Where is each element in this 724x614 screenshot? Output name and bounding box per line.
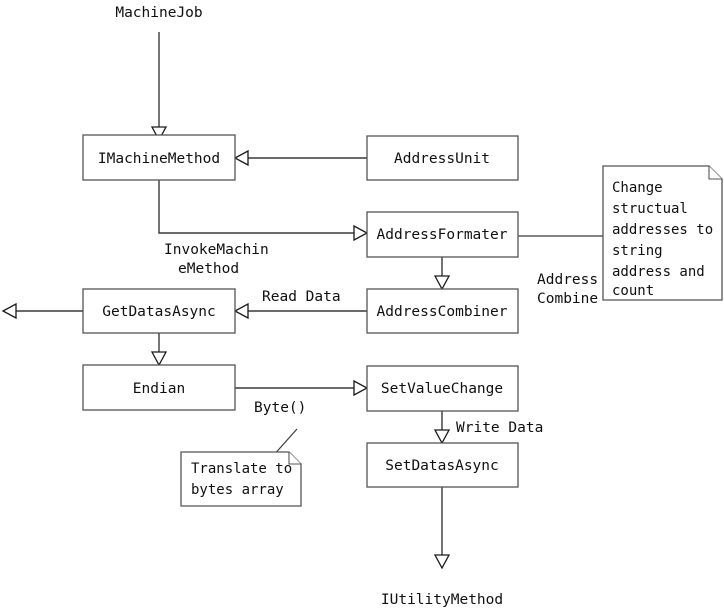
edge-addresscombiner-to-getdatasasync — [233, 302, 367, 320]
node-setvaluechange[interactable]: SetValueChange — [366, 365, 519, 412]
edge-getdatasasync-to-endian — [150, 333, 168, 367]
note-change-addresses-line2: structual — [612, 201, 688, 217]
node-label-setdatasasync: SetDatasAsync — [385, 458, 499, 474]
edge-label-address-combine-line2: Combine — [537, 291, 598, 307]
edge-label-write-data: Write Data — [456, 420, 543, 436]
node-label-endian: Endian — [133, 381, 185, 397]
note-translate-bytes-line1: Translate to — [191, 461, 292, 477]
edge-setvaluechange-to-setdatasasync — [433, 411, 451, 445]
node-setdatasasync[interactable]: SetDatasAsync — [366, 442, 519, 488]
node-addressformater[interactable]: AddressFormater — [366, 211, 519, 258]
node-label-addressunit: AddressUnit — [394, 151, 490, 167]
note-change-addresses-line5: address and — [612, 264, 705, 280]
edge-endian-to-setvaluechange — [235, 379, 369, 397]
node-label-addressformater: AddressFormater — [377, 227, 508, 243]
edge-label-read-data-line1: Read Data — [262, 289, 341, 305]
edge-label-address-combine-line1: Address — [537, 272, 598, 288]
edge-label-invokemachinemethod: InvokeMachin eMethod — [164, 242, 269, 277]
node-getdatasasync[interactable]: GetDatasAsync — [82, 288, 236, 334]
note-translate-bytes[interactable]: Translate to bytes array — [180, 451, 302, 507]
node-addresscombiner[interactable]: AddressCombiner — [366, 288, 519, 334]
edge-addressformater-to-addresscombiner — [433, 257, 451, 291]
note-change-addresses-line1: Change — [612, 180, 663, 196]
terminal-label-machinejob: MachineJob — [115, 5, 202, 21]
node-label-addresscombiner: AddressCombiner — [377, 304, 508, 320]
node-label-getdatasasync: GetDatasAsync — [102, 304, 216, 320]
edge-label-byte-line1: Byte() — [254, 400, 306, 416]
edge-label-invokemachinemethod-line1: InvokeMachin — [164, 242, 269, 258]
edge-imachinemethod-to-addressformater — [158, 180, 369, 242]
note-change-addresses-line3: addresses to — [612, 222, 713, 238]
note-translate-bytes-line2: bytes array — [191, 482, 284, 498]
node-label-imachinemethod: IMachineMethod — [98, 151, 220, 167]
node-endian[interactable]: Endian — [82, 364, 236, 411]
edge-setdatasasync-to-iutilitymethod — [433, 487, 451, 570]
node-label-setvaluechange: SetValueChange — [381, 381, 503, 397]
edge-getdatasasync-to-left-terminal — [1, 302, 83, 320]
edge-label-byte: Byte() — [254, 400, 306, 416]
edge-label-read-data: Read Data — [262, 289, 341, 305]
edge-label-write-data-line1: Write Data — [456, 420, 543, 436]
edge-label-invokemachinemethod-line2: eMethod — [178, 261, 239, 277]
edge-machinejob-to-imachinemethod — [150, 32, 168, 142]
note-change-addresses[interactable]: Change structual addresses to string add… — [602, 165, 723, 301]
note-change-addresses-line4: string — [612, 243, 663, 259]
note-change-addresses-line6: count — [612, 283, 654, 299]
node-imachinemethod[interactable]: IMachineMethod — [82, 134, 236, 181]
node-addressunit[interactable]: AddressUnit — [366, 135, 519, 181]
edge-label-address-combine: Address Combine — [537, 272, 598, 307]
terminal-label-iutilitymethod: IUtilityMethod — [381, 592, 503, 608]
edge-addressunit-to-imachinemethod — [233, 149, 367, 167]
